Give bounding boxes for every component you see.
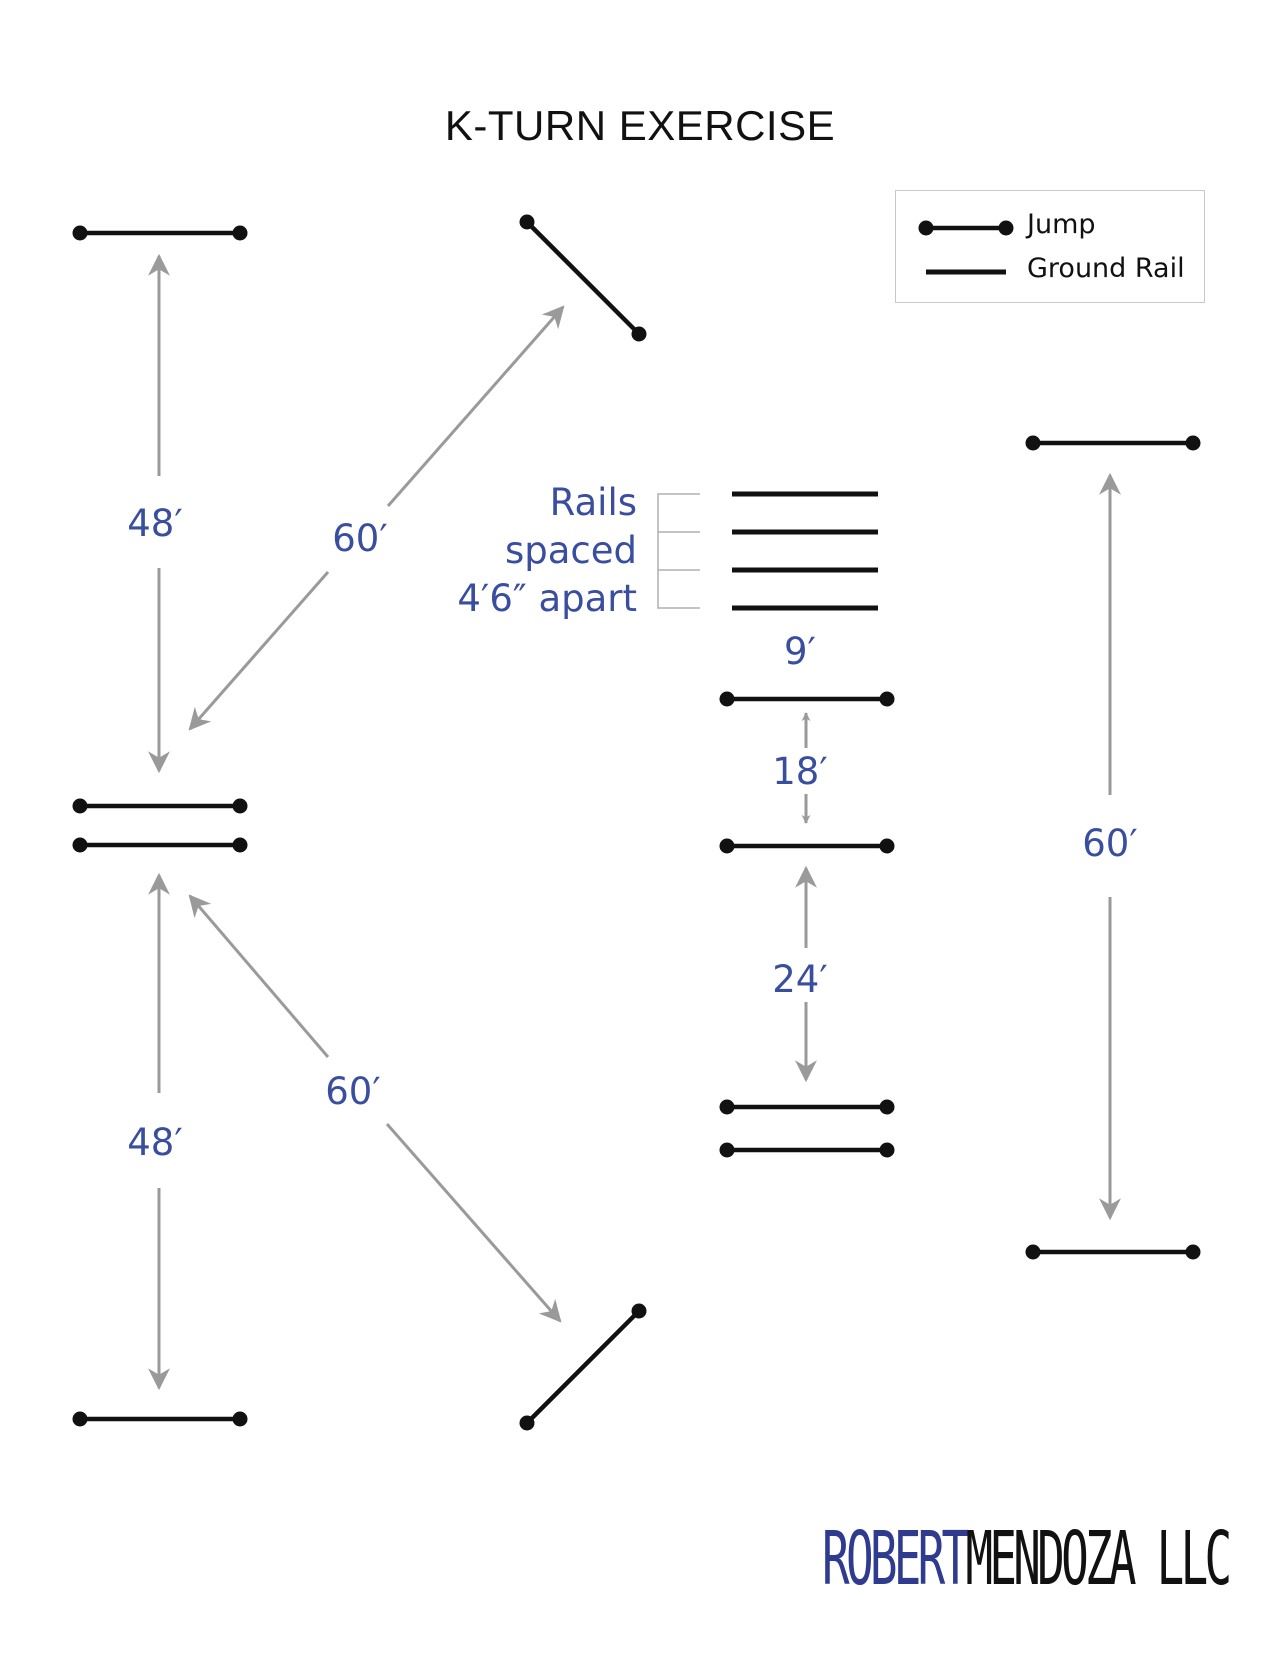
distance-arrows [148,253,1121,1391]
jump-right-top [1025,435,1201,451]
dim-label-left-bottom: 48′ [127,1121,182,1164]
jump-right-bottom [1025,1244,1201,1260]
brand-logo-part-1: ROBERT [821,1516,969,1602]
arrow-diag-upper-ne [386,305,565,507]
jump-center-1 [719,691,895,707]
dim-label-diag-upper: 60′ [332,517,387,560]
ground-rails [732,491,878,611]
dim-label-diag-lower: 60′ [325,1070,380,1113]
brand-logo: ROBERTMENDOZA LLC [821,1516,1232,1602]
jump-left-top [72,225,248,241]
arrow-diag-upper-sw [188,571,330,731]
arrow-diag-lower-se [385,1123,562,1323]
rails-note-line-2: spaced [505,529,637,572]
dim-label-left-top: 48′ [127,502,182,545]
jump-diagonal-top [519,214,647,342]
rails-bracket [657,493,700,609]
rails-note-line-3: 4′6″ apart [457,577,637,620]
brand-logo-part-2: MENDOZA LLC [965,1516,1232,1602]
oxer-left-middle [72,798,248,853]
dim-label-center-9: 9′ [784,630,816,673]
page-title: K-TURN EXERCISE [444,102,836,149]
jump-left-bottom [72,1411,248,1427]
oxer-center-bottom [719,1099,895,1158]
dim-label-center-24: 24′ [772,958,827,1001]
rails-note-line-1: Rails [550,481,637,524]
arrow-diag-lower-nw [188,894,330,1058]
legend: Jump Ground Rail [895,190,1205,303]
dim-label-center-18: 18′ [772,750,827,793]
jump-diagonal-bottom [519,1303,647,1431]
legend-jump-label: Jump [1027,209,1096,240]
legend-jump-symbol [918,220,1014,236]
jump-center-2 [719,838,895,854]
dim-label-right: 60′ [1082,822,1137,865]
legend-rail-label: Ground Rail [1027,253,1185,284]
